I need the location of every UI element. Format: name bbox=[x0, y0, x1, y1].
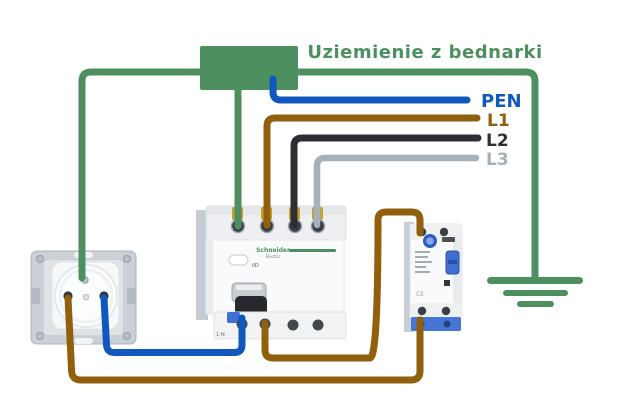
socket-claw bbox=[127, 288, 136, 304]
earth-bar-3 bbox=[517, 301, 554, 307]
rcd2-small-mark bbox=[444, 280, 450, 286]
rcd2-indicator-window-center bbox=[426, 237, 434, 245]
earth-ground-symbol bbox=[487, 277, 583, 307]
rcd2-terminal-screw bbox=[441, 306, 451, 316]
earth-bar-2 bbox=[503, 290, 568, 296]
socket-face-ring bbox=[58, 268, 114, 324]
rcd2-text-line bbox=[415, 251, 430, 253]
socket-screw bbox=[36, 332, 44, 340]
grounding-busbar bbox=[200, 46, 298, 90]
l1-wire bbox=[263, 114, 481, 229]
l1-wire-rcd2-to-socket bbox=[64, 294, 424, 384]
rcd-terminal-hole bbox=[312, 319, 324, 331]
ce-marking-label: CE bbox=[416, 291, 424, 298]
rcd2-rating-mark bbox=[442, 237, 455, 242]
rcd2-bottom-band bbox=[410, 303, 462, 318]
l1-wire-rcd-to-rcd2 bbox=[261, 208, 424, 362]
socket-screw bbox=[123, 332, 131, 340]
l3-wire bbox=[313, 154, 480, 229]
label-l3: L3 bbox=[486, 150, 509, 170]
rcd2-text-line bbox=[415, 256, 428, 258]
terminal-marking-label: 1-N bbox=[216, 332, 225, 338]
rcd2-terminal-screw bbox=[417, 306, 427, 316]
brand-sub-label: Electric bbox=[266, 254, 281, 259]
neutral-terminal-marker bbox=[227, 312, 240, 323]
neutral-wire-socket-to-rcd bbox=[100, 294, 246, 356]
rcd2-clamp-hole bbox=[443, 320, 451, 328]
rcd-bottom-terminal-block bbox=[213, 311, 347, 340]
label-l1: L1 bbox=[487, 111, 510, 131]
socket-frame-slot bbox=[74, 338, 93, 344]
rcd-toggle-mount-highlight bbox=[236, 285, 262, 290]
rcd-top-edge bbox=[206, 206, 346, 215]
brand-label: Schneider bbox=[256, 247, 290, 254]
rcd2-terminal-screw bbox=[439, 227, 449, 237]
ground-wire-main bbox=[78, 68, 539, 283]
rcd2-text-line bbox=[415, 266, 426, 268]
socket-center-screw bbox=[82, 293, 90, 301]
din-rail bbox=[404, 222, 414, 332]
label-l2: L2 bbox=[486, 131, 509, 151]
socket-screw bbox=[123, 255, 131, 263]
model-label: iID bbox=[252, 263, 259, 269]
l2-wire bbox=[290, 134, 482, 229]
rcd-2pole-device: CE bbox=[404, 222, 463, 332]
socket-claw bbox=[31, 288, 40, 304]
rcd-4pole-device: Schneider Electric iID 1-N bbox=[196, 205, 347, 340]
rcd-test-button bbox=[228, 254, 249, 266]
socket-screw bbox=[36, 255, 44, 263]
rcd-body bbox=[205, 239, 345, 315]
rcd-terminal-hole bbox=[287, 319, 299, 331]
rcd-body-shade bbox=[206, 240, 213, 314]
label-pen: PEN bbox=[481, 91, 522, 112]
earth-bar-1 bbox=[487, 277, 583, 284]
rcd2-text-line bbox=[415, 271, 430, 273]
rcd2-text-line bbox=[415, 261, 432, 263]
din-rail bbox=[196, 210, 208, 320]
rcd2-toggle-notch bbox=[448, 260, 457, 264]
pen-wire bbox=[269, 75, 471, 104]
brand-green-line bbox=[289, 249, 336, 252]
diagram-title: Uziemienie z bednarki bbox=[307, 42, 542, 63]
